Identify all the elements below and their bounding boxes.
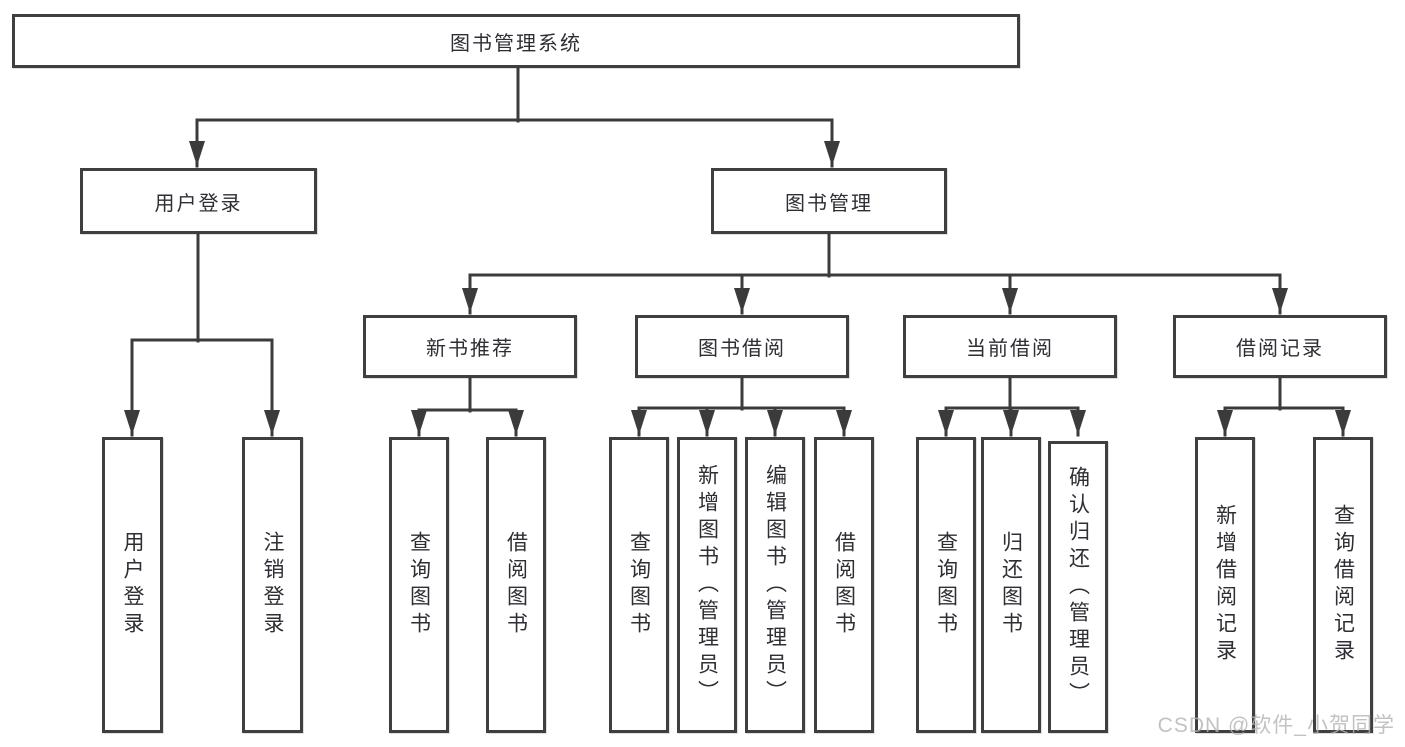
node-library-management-system: 图书管理系统 [12,14,1020,68]
leaf-borrow-books-1: 借阅图书 [486,437,546,733]
node-label: 借阅记录 [1236,338,1324,360]
node-label: 图书管理系统 [450,32,582,55]
leaf-query-borrow-record: 查询借阅记录 [1313,437,1373,733]
leaf-return-books: 归还图书 [981,437,1041,733]
node-book-borrowing: 图书借阅 [635,315,849,378]
node-label: 查询图书 [407,531,431,639]
leaf-user-login: 用户登录 [102,437,163,733]
node-label: 编辑图书（管理员） [763,463,787,707]
node-new-book-recommendation: 新书推荐 [363,315,577,378]
node-user-login-branch: 用户登录 [80,168,317,234]
node-label: 借阅图书 [832,531,856,639]
node-current-borrowing: 当前借阅 [903,315,1117,378]
leaf-add-books-admin: 新增图书（管理员） [677,437,737,733]
node-label: 确认归还（管理员） [1066,465,1090,709]
leaf-query-books-2: 查询图书 [609,437,669,733]
node-label: 用户登录 [121,531,144,639]
node-book-management-branch: 图书管理 [711,168,947,234]
node-label: 新增借阅记录 [1213,504,1237,666]
node-label: 归还图书 [999,531,1023,639]
node-label: 新书推荐 [426,338,514,360]
node-label: 查询借阅记录 [1331,504,1355,666]
node-label: 查询图书 [627,531,651,639]
leaf-query-books-1: 查询图书 [389,437,449,733]
node-label: 图书管理 [785,192,873,215]
leaf-borrow-books-2: 借阅图书 [814,437,874,733]
leaf-query-books-3: 查询图书 [916,437,976,733]
leaf-add-borrow-record: 新增借阅记录 [1195,437,1255,733]
leaf-logout: 注销登录 [242,437,303,733]
node-label: 图书借阅 [698,338,786,360]
node-label: 新增图书（管理员） [695,463,719,707]
leaf-edit-books-admin: 编辑图书（管理员） [745,437,805,733]
node-label: 查询图书 [934,531,958,639]
node-label: 用户登录 [154,192,243,215]
node-borrowing-records: 借阅记录 [1173,315,1387,378]
csdn-watermark: CSDN @软件_小贺同学 [1157,714,1395,737]
node-label: 注销登录 [261,531,284,639]
node-label: 当前借阅 [966,338,1054,360]
leaf-confirm-return-admin: 确认归还（管理员） [1048,441,1108,733]
node-label: 借阅图书 [504,531,528,639]
